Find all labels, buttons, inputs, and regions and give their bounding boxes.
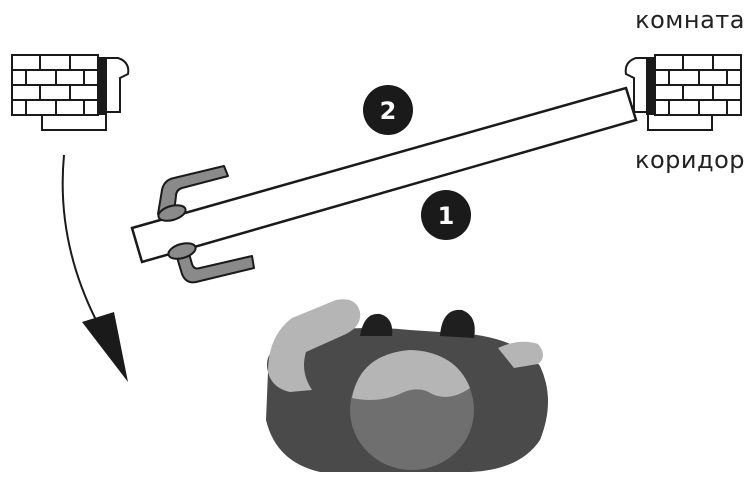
swing-arrow-icon (61, 154, 128, 382)
step-2-number: 2 (380, 97, 397, 125)
door-handle-icon (157, 165, 255, 284)
left-door-frame-icon (97, 57, 130, 115)
step-1-number: 1 (438, 202, 455, 230)
step-2-badge: 2 (363, 85, 413, 135)
door-leaf (130, 86, 638, 264)
left-brick-wall-icon (11, 54, 107, 131)
person-top-view-icon (266, 299, 548, 472)
room-label: комната (635, 6, 745, 34)
step-1-badge: 1 (421, 190, 471, 240)
right-door-frame-icon (624, 57, 656, 115)
right-brick-wall-icon (647, 54, 742, 131)
corridor-label: коридор (634, 146, 745, 174)
